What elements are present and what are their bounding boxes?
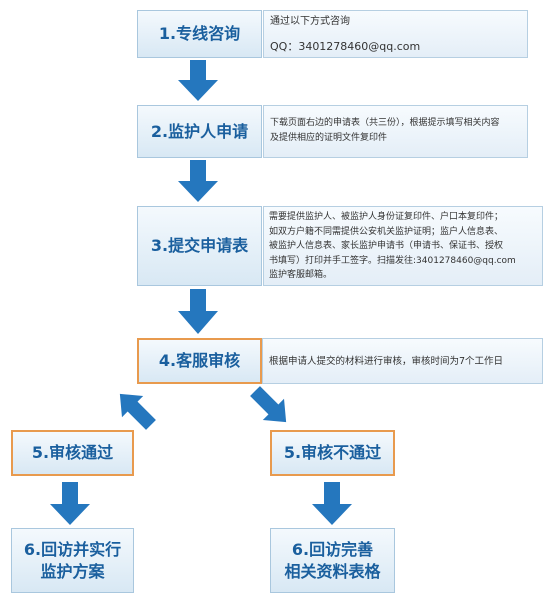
- step-6-approved-box: 6.回访并实行 监护方案: [11, 528, 134, 593]
- down-arrow-icon: [50, 482, 90, 525]
- step-6-approved-title: 6.回访并实行 监护方案: [23, 539, 122, 581]
- step-3-description: 需要提供监护人、被监护人身份证复印件、户口本复印件； 如双方户籍不同需提供公安机…: [263, 206, 543, 286]
- step-3-box: 3.提交申请表: [137, 206, 262, 286]
- step-4-box: 4.客服审核: [137, 338, 262, 384]
- step-1-desc-line: 通过以下方式咨询: [270, 16, 350, 27]
- step-3-desc-line: 监护客服邮箱。: [269, 270, 333, 280]
- down-arrow-icon: [312, 482, 352, 525]
- step-3-desc-line: 被监护人信息表、家长监护申请书（申请书、保证书、授权: [269, 241, 504, 251]
- step-2-desc-line: 及提供相应的证明文件复印件: [270, 133, 388, 143]
- step-4-description: 根据申请人提交的材料进行审核，审核时间为7个工作日: [262, 338, 543, 384]
- step-1-box: 1.专线咨询: [137, 10, 262, 58]
- step-4-title: 4.客服审核: [158, 351, 241, 370]
- step-2-box: 2.监护人申请: [137, 105, 262, 158]
- step-2-title: 2.监护人申请: [150, 121, 249, 141]
- step-5-rejected-box: 5.审核不通过: [270, 430, 395, 476]
- down-arrow-icon: [178, 60, 218, 101]
- diagonal-arrow-left-icon: [119, 393, 156, 430]
- diagonal-arrow-right-icon: [250, 386, 287, 423]
- down-arrow-icon: [178, 289, 218, 334]
- step-3-desc-line: 书填写）打印并手工签字。扫描发往:3401278460@qq.com: [269, 255, 516, 266]
- step-2-description: 下载页面右边的申请表（共三份），根据提示填写相关内容 及提供相应的证明文件复印件: [263, 105, 528, 158]
- step-3-title: 3.提交申请表: [150, 236, 249, 255]
- step-5-rejected-title: 5.审核不通过: [283, 443, 382, 462]
- step-1-title: 1.专线咨询: [158, 24, 241, 43]
- step-3-desc-line: 需要提供监护人、被监护人身份证复印件、户口本复印件；: [269, 212, 504, 222]
- step-1-description: 通过以下方式咨询 QQ：3401278460@qq.com: [263, 10, 528, 58]
- step-5-approved-title: 5.审核通过: [31, 443, 114, 462]
- step-2-desc-line: 下载页面右边的申请表（共三份），根据提示填写相关内容: [270, 118, 500, 128]
- step-4-desc-line: 根据申请人提交的材料进行审核，审核时间为7个工作日: [269, 355, 504, 367]
- down-arrow-icon: [178, 160, 218, 202]
- step-3-desc-line: 如双方户籍不同需提供公安机关监护证明；监户人信息表、: [269, 226, 504, 237]
- step-1-desc-line: QQ：3401278460@qq.com: [270, 40, 421, 53]
- step-6-rejected-box: 6.回访完善 相关资料表格: [270, 528, 395, 593]
- step-6-rejected-title: 6.回访完善 相关资料表格: [284, 539, 381, 581]
- step-5-approved-box: 5.审核通过: [11, 430, 134, 476]
